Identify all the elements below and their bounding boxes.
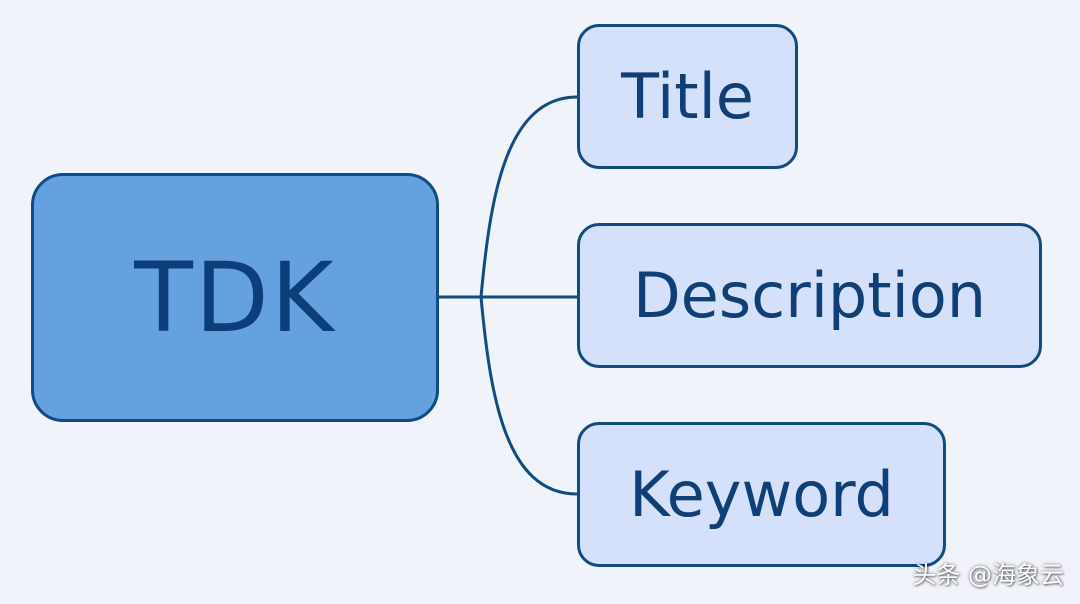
watermark-text: 头条 @海象云 [912, 561, 1064, 589]
root-node-label: TDK [134, 241, 336, 354]
connector-title [479, 95, 578, 298]
child-node-title[interactable]: Title [577, 24, 798, 169]
child-node-keyword[interactable]: Keyword [577, 422, 946, 567]
connector-keyword [479, 296, 578, 496]
child-node-description[interactable]: Description [577, 223, 1042, 368]
child-node-label: Description [632, 259, 987, 332]
child-node-label: Keyword [629, 458, 894, 531]
child-node-label: Title [621, 60, 754, 133]
root-node-tdk[interactable]: TDK [31, 173, 439, 422]
